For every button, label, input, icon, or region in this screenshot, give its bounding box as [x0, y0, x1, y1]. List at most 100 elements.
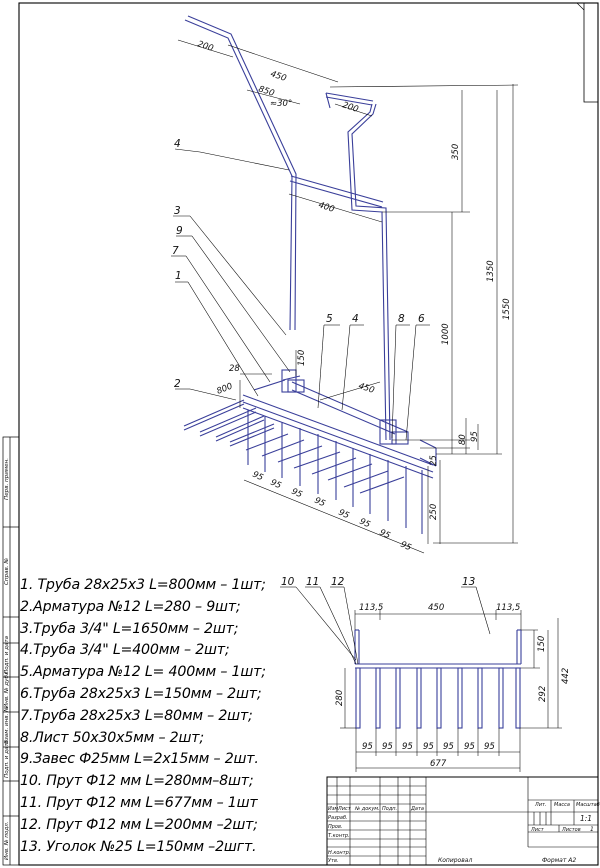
dim-1550: 1550 [502, 298, 512, 320]
part-item-2: 2.Арматура №12 L=280 – 9шт; [20, 598, 241, 615]
left-handle [184, 19, 293, 331]
crossbar-upper [289, 180, 383, 208]
tine-gap: 95 [358, 517, 372, 531]
dim-113-5-left: 113,5 [359, 603, 383, 613]
tb-scale-value: 1:1 [580, 814, 592, 823]
tb-role-check: Пров. [328, 824, 343, 830]
stamp-6: Подп. и дата [4, 739, 10, 778]
tb-rev-sign: Подп. [382, 806, 397, 812]
callout-4: 4 [174, 138, 181, 150]
front-gap: 95 [423, 742, 434, 752]
tb-format: Формат A2 [542, 857, 576, 864]
part-item-10: 10. Прут Ф12 мм L=280мм–8шт; [20, 773, 254, 790]
dim-450-top: 450 [269, 69, 288, 84]
dim-450-side: 450 [357, 381, 376, 396]
dim-800: 800 [215, 381, 234, 396]
part-item-12: 12. Прут Ф12 мм L=200мм –2шт; [20, 816, 258, 833]
dim-angle-30: ≈30° [270, 99, 292, 109]
iso-callouts: 4 3 9 7 1 2 5 4 8 6 [172, 138, 425, 390]
front-tines [355, 667, 521, 729]
callout-8: 8 [398, 313, 405, 325]
stamp-2: Справ. № [4, 558, 10, 585]
front-gap: 95 [382, 742, 393, 752]
dim-28: 28 [229, 364, 240, 374]
tb-scale: Масштаб [576, 802, 600, 808]
tb-rev-date: Дата [410, 806, 424, 812]
tb-sheets: Листов [561, 827, 581, 833]
dim-677: 677 [430, 759, 447, 769]
tb-mass: Масса [554, 802, 570, 808]
stamp-5: Взам. инв. № [4, 706, 10, 744]
stamp-1: Перв. примен. [4, 458, 10, 500]
dim-25: 25 [429, 455, 439, 466]
tine-gap: 95 [337, 508, 351, 522]
part-item-6: 6.Труба 28х25х3 L=150мм – 2шт; [20, 685, 262, 702]
dim-95-side: 95 [470, 431, 480, 442]
callout-9: 9 [176, 225, 183, 237]
tine-gap: 95 [399, 540, 413, 554]
parts-list: 1. Труба 28х25х3 L=800мм – 1шт; 2.Армату… [20, 575, 320, 858]
dim-450-front: 450 [428, 603, 444, 613]
tb-rev-izm: Изм [328, 806, 338, 812]
sheet-frame [18, 2, 599, 866]
callout-13: 13 [462, 576, 475, 588]
callout-6: 6 [418, 313, 425, 325]
tb-role-dev: Разраб. [328, 815, 348, 821]
front-gap: 95 [484, 742, 495, 752]
title-block-text: Изм Лист № докум. Подп. Дата Разраб. Про… [328, 802, 600, 864]
front-view [354, 629, 522, 729]
part-item-9: 9.Завес Ф25мм L=2х15мм – 2шт. [20, 751, 259, 768]
tb-rev-list: Лист [337, 806, 352, 812]
right-handle [347, 103, 387, 441]
title-block [326, 776, 599, 866]
callout-7: 7 [172, 245, 179, 257]
callout-1: 1 [175, 270, 182, 282]
dim-292: 292 [538, 686, 548, 702]
dim-442: 442 [561, 668, 571, 684]
front-gap: 95 [362, 742, 373, 752]
stamp-3: Подп. и дата [4, 635, 10, 674]
dim-80: 80 [458, 434, 468, 445]
dim-150: 150 [297, 350, 307, 366]
tb-copied: Копировал [438, 857, 472, 864]
front-gap: 95 [402, 742, 413, 752]
tb-lit: Лит. [534, 802, 547, 808]
part-item-5: 5.Арматура №12 L= 400мм – 1шт; [20, 664, 266, 681]
callout-11: 11 [306, 576, 319, 588]
iso-dim-text: 200 450 850 200 ≈30° 400 350 1350 1550 1… [196, 39, 512, 553]
tine-gap: 95 [251, 470, 265, 484]
front-dim-lines [280, 586, 562, 772]
callout-4b: 4 [352, 313, 359, 325]
dim-850: 850 [257, 84, 276, 99]
iso-view [183, 15, 437, 534]
dim-250: 250 [429, 504, 439, 520]
dim-200-right: 200 [341, 100, 360, 115]
tb-rev-doc: № докум. [354, 806, 380, 812]
tine-gap: 95 [269, 478, 283, 492]
dim-150-front: 150 [537, 636, 547, 652]
front-gap: 95 [443, 742, 454, 752]
front-callouts: 10 11 12 13 [281, 576, 475, 588]
part-item-7: 7.Труба 28х25х3 L=80мм – 2шт; [20, 707, 253, 724]
callout-5: 5 [326, 313, 333, 325]
tb-role-tcontr: Т.контр. [328, 833, 350, 839]
part-item-11: 11. Прут Ф12 мм L=677мм – 1шт [20, 794, 258, 811]
stamp-7: Инв. № подл. [4, 821, 10, 860]
callout-3: 3 [174, 205, 181, 217]
part-item-13: 13. Уголок №25 L=150мм –2шгт. [20, 838, 257, 855]
front-gap: 95 [464, 742, 475, 752]
side-stamp [2, 436, 20, 866]
dim-1350: 1350 [486, 260, 496, 282]
callout-10: 10 [281, 576, 295, 588]
part-item-3: 3.Труба 3/4" L=1650мм – 2шт; [20, 620, 239, 637]
tb-sheet: Лист [530, 827, 545, 833]
tb-role-approve: Утв. [328, 858, 339, 864]
dim-113-5-right: 113,5 [496, 603, 520, 613]
tine-gap: 95 [378, 528, 392, 542]
part-item-8: 8.Лист 50х30х5мм – 2шт; [20, 729, 204, 746]
main-beam [242, 394, 434, 466]
front-dim-text: 113,5 450 113,5 150 442 292 280 677 95 9… [335, 603, 571, 769]
tine-spacing-dims: 95 95 95 95 95 95 95 95 [251, 470, 413, 554]
tine-gap: 95 [290, 487, 304, 501]
